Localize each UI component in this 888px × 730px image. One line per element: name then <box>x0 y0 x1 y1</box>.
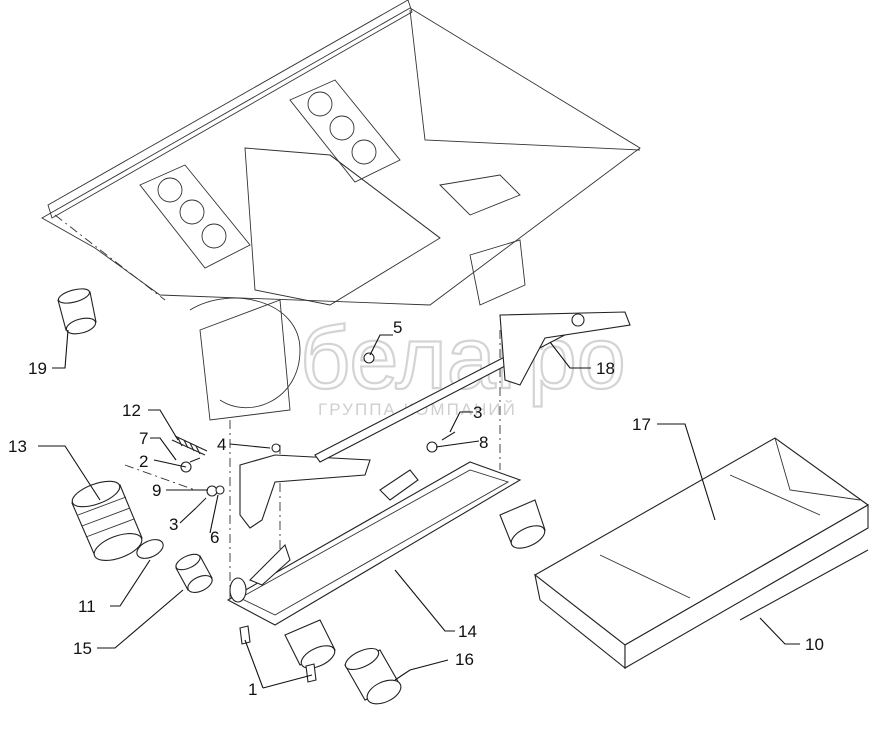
callout-5: 5 <box>393 318 402 337</box>
callout-8: 8 <box>479 433 488 452</box>
callout-7: 7 <box>139 429 148 448</box>
callout-6: 6 <box>210 528 219 547</box>
part-19-sleeve <box>57 288 97 335</box>
callout-9: 9 <box>152 481 161 500</box>
part-15-bushing <box>175 553 213 593</box>
part-5-nut <box>363 352 375 364</box>
leader-lines <box>38 329 800 689</box>
part-18-lever <box>239 311 631 529</box>
callout-1: 1 <box>248 680 257 699</box>
part-16-cap <box>344 647 402 705</box>
callout-16: 16 <box>455 650 474 669</box>
part-3-bolt-upper <box>441 431 456 441</box>
part-10-rod <box>739 549 869 621</box>
callout-17: 17 <box>632 415 651 434</box>
part-6-nut <box>215 485 225 495</box>
callout-labels: 1 2 3 3 4 5 6 7 8 9 10 11 12 13 14 15 16… <box>8 318 824 699</box>
hopper-frame <box>41 0 641 600</box>
part-4-nut <box>271 443 281 453</box>
callout-3-upper: 3 <box>473 403 482 422</box>
callout-2: 2 <box>139 452 148 471</box>
part-3-bolt <box>195 497 207 509</box>
part-9-washer <box>206 485 218 497</box>
callout-14: 14 <box>458 622 477 641</box>
slot-plate-right <box>289 79 401 183</box>
pipe-left <box>284 619 336 669</box>
part-13-corrugated-sleeve <box>71 480 143 561</box>
callout-15: 15 <box>73 639 92 658</box>
callout-4: 4 <box>217 435 226 454</box>
part-14-tray-frame <box>226 461 546 683</box>
fasteners <box>180 352 456 509</box>
callout-18: 18 <box>596 359 615 378</box>
part-12-spring <box>171 435 208 456</box>
callout-3-lower: 3 <box>169 515 178 534</box>
callout-12: 12 <box>122 401 141 420</box>
callout-19: 19 <box>28 359 47 378</box>
part-17-tray <box>534 437 870 670</box>
callout-11: 11 <box>78 597 96 616</box>
callout-13: 13 <box>8 437 27 456</box>
callout-10: 10 <box>805 635 824 654</box>
pipe-right <box>499 499 546 549</box>
part-8-washer <box>426 441 438 453</box>
part-11-clamp <box>136 539 164 559</box>
slot-plate-left <box>139 164 251 269</box>
